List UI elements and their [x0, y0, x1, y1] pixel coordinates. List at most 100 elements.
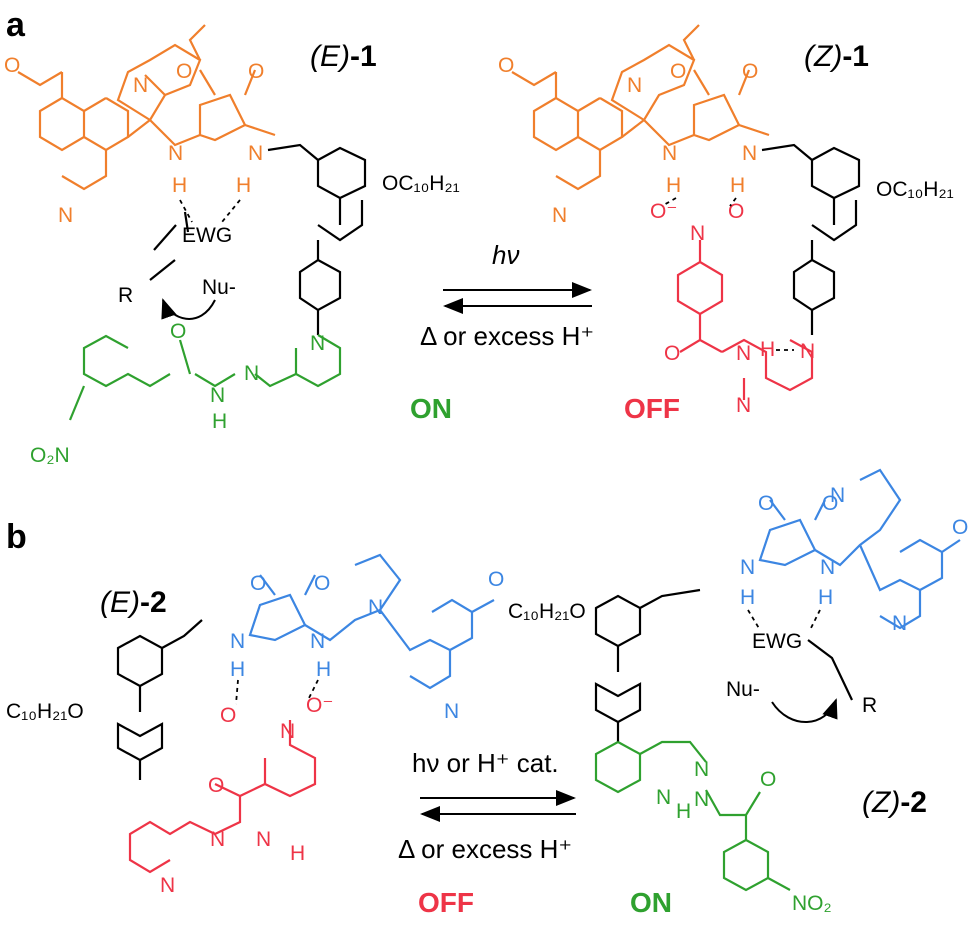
- svg-text:N: N: [656, 786, 671, 809]
- e2-compound-label: (E)-2: [100, 586, 167, 619]
- e1-biaryl-fragment: [149, 143, 367, 335]
- z1-biaryl-fragment: [761, 143, 861, 335]
- svg-text:H: H: [818, 586, 833, 609]
- svg-text:R: R: [118, 284, 133, 307]
- panel-a-forward-condition: hν: [492, 240, 519, 270]
- z2-alkene: [807, 639, 853, 701]
- svg-text:O: O: [4, 54, 20, 77]
- z2-atoms-black: EWG Nu- R: [726, 630, 877, 717]
- e1-state-label: ON: [410, 393, 452, 424]
- svg-text:O: O: [170, 320, 186, 343]
- svg-text:N: N: [892, 612, 907, 635]
- e1-compound-label: (E)-1: [310, 40, 377, 73]
- z1-cinchona-atoms: O N N O O N N H H: [498, 54, 758, 227]
- svg-text:N: N: [736, 342, 751, 365]
- svg-text:H: H: [730, 174, 745, 197]
- svg-text:N: N: [800, 340, 815, 363]
- svg-text:O: O: [952, 516, 968, 539]
- svg-text:H: H: [760, 338, 775, 361]
- e1-hbonds: [179, 199, 241, 223]
- svg-text:N: N: [310, 630, 325, 653]
- svg-text:O: O: [248, 60, 264, 83]
- svg-text:N: N: [694, 758, 709, 781]
- e2-nitrobenzoyl-fragment: [128, 720, 317, 874]
- svg-text:O: O: [760, 768, 776, 791]
- svg-text:EWG: EWG: [752, 630, 802, 653]
- svg-text:O: O: [488, 568, 504, 591]
- z1-cinchona-fragment: [511, 24, 770, 191]
- e2-biaryl-fragment: [116, 619, 203, 780]
- svg-text:H: H: [676, 800, 691, 823]
- z2-biaryl-fragment: [594, 588, 701, 742]
- svg-text:N: N: [160, 874, 175, 897]
- svg-text:OC₁₀H₂₁: OC₁₀H₂₁: [382, 172, 460, 195]
- panel-a-equilibrium-arrows: [443, 282, 592, 314]
- svg-text:EWG: EWG: [182, 224, 232, 247]
- svg-text:NO₂: NO₂: [792, 892, 832, 915]
- svg-text:N: N: [210, 828, 225, 851]
- svg-text:N: N: [740, 556, 755, 579]
- z2-hydrazone-fragment: [594, 740, 791, 892]
- svg-text:O: O: [208, 774, 224, 797]
- z2-cinchona-fragment: [758, 468, 961, 630]
- svg-text:O⁻: O⁻: [650, 200, 677, 223]
- svg-text:H: H: [230, 658, 245, 681]
- svg-text:O: O: [250, 572, 266, 595]
- e2-state-label: OFF: [418, 887, 474, 918]
- panel-a-label: a: [6, 6, 26, 44]
- panel-b-equilibrium-arrows: [420, 790, 576, 822]
- e1-hydrazone-fragment: [68, 334, 342, 421]
- z1-state-label: OFF: [624, 393, 680, 424]
- svg-text:O: O: [498, 54, 514, 77]
- svg-text:H: H: [666, 174, 681, 197]
- panel-b-label: b: [6, 518, 27, 556]
- svg-text:N: N: [830, 484, 845, 507]
- svg-text:N: N: [133, 74, 148, 97]
- svg-text:O: O: [220, 704, 236, 727]
- e2-cinchona-atoms: N N O O N N O H H: [230, 568, 504, 723]
- svg-text:H: H: [236, 174, 251, 197]
- svg-text:O: O: [176, 60, 192, 83]
- svg-text:N: N: [310, 332, 325, 355]
- panel-b-forward-condition: hν or H⁺ cat.: [412, 748, 559, 778]
- z1-hbonds: [661, 197, 794, 351]
- e2-alkoxy-label: C₁₀H₂₁O: [6, 700, 84, 723]
- svg-text:N: N: [244, 362, 259, 385]
- z1-nitrobenzoyl-fragment: [676, 240, 814, 400]
- svg-text:Nu-: Nu-: [202, 276, 236, 299]
- z1-alkoxy-label: OC₁₀H₂₁: [876, 178, 954, 201]
- z1-red-atoms: O⁻ N O O N H N N: [650, 200, 815, 417]
- e2-red-atoms: O N O⁻ O N N H N: [160, 694, 333, 897]
- z2-compound-label: (Z)-2: [862, 786, 927, 819]
- e1-atoms-black: OC₁₀H₂₁ EWG R Nu-: [118, 172, 460, 307]
- panel-a-reverse-condition: Δ or excess H⁺: [420, 321, 594, 351]
- z2-hbonds: [747, 609, 821, 631]
- svg-text:N: N: [230, 630, 245, 653]
- svg-text:N: N: [742, 142, 757, 165]
- svg-text:O: O: [728, 200, 744, 223]
- e1-green-atoms: N N N H O O₂N: [30, 320, 325, 467]
- svg-text:N: N: [820, 556, 835, 579]
- e2-hbonds: [235, 679, 319, 705]
- svg-text:H: H: [172, 174, 187, 197]
- svg-text:N: N: [662, 142, 677, 165]
- svg-text:N: N: [256, 828, 271, 851]
- svg-text:O: O: [822, 492, 838, 515]
- svg-text:N: N: [444, 700, 459, 723]
- svg-text:H: H: [290, 842, 305, 865]
- e2-cinchona-fragment: [248, 553, 495, 690]
- z2-alkoxy-label: C₁₀H₂₁O: [508, 600, 586, 623]
- e1-cinchona-fragment: [17, 24, 276, 191]
- svg-text:N: N: [694, 788, 709, 811]
- svg-text:N: N: [248, 142, 263, 165]
- panel-b-reverse-condition: Δ or excess H⁺: [398, 834, 572, 864]
- svg-text:N: N: [368, 596, 383, 619]
- svg-text:H: H: [740, 586, 755, 609]
- svg-text:N: N: [736, 394, 751, 417]
- svg-text:N: N: [210, 384, 225, 407]
- svg-text:N: N: [627, 74, 642, 97]
- svg-text:O: O: [664, 342, 680, 365]
- z1-compound-label: (Z)-1: [804, 40, 869, 73]
